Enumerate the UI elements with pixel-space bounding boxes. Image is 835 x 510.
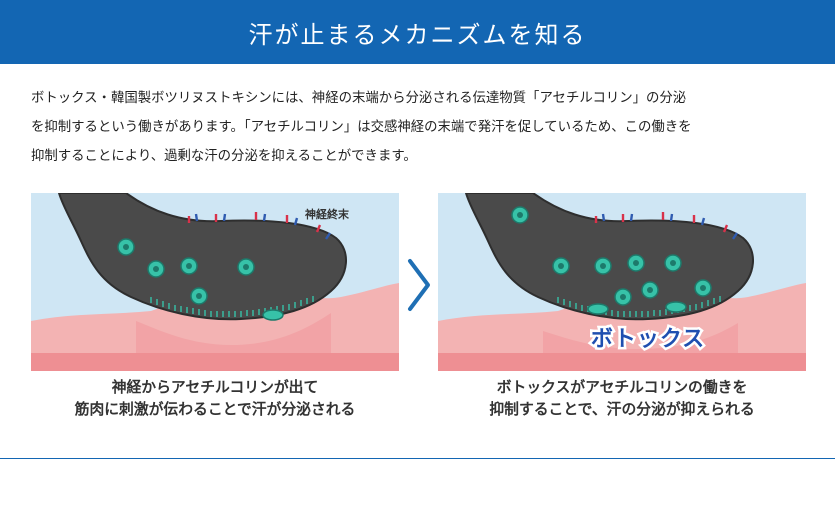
diagram-panel-before: 神経終末 <box>31 193 399 371</box>
caption-before: 神経からアセチルコリンが出て 筋肉に刺激が伝わることで汗が分泌される <box>31 377 399 421</box>
page-title: 汗が止まるメカニズムを知る <box>248 20 587 49</box>
nerve-ending-illustration: 神経終末 <box>31 193 399 371</box>
receptor-marks-top <box>594 212 738 240</box>
intro-text: ボトックス・韓国製ボツリヌストキシンには、神経の末端から分泌される伝達物質「アセ… <box>31 84 806 171</box>
receptor-marks-top <box>187 212 331 240</box>
page-header: 汗が止まるメカニズムを知る <box>0 0 835 64</box>
section-divider <box>0 458 835 459</box>
muscle-tissue-deep <box>31 353 399 371</box>
caption-line: 筋肉に刺激が伝わることで汗が分泌される <box>74 401 356 418</box>
intro-line: 抑制することにより、過剰な汗の分泌を抑えることができます。 <box>31 149 417 164</box>
intro-line: ボトックス・韓国製ボツリヌストキシンには、神経の末端から分泌される伝達物質「アセ… <box>31 91 687 106</box>
caption-line: 神経からアセチルコリンが出て <box>111 379 319 396</box>
caption-line: 抑制することで、汗の分泌が抑えられる <box>489 401 755 418</box>
nerve-terminal <box>464 193 755 321</box>
nerve-ending-label: 神経終末 <box>305 207 350 221</box>
receptor-fringe-bottom <box>150 296 314 317</box>
muscle-tissue-deep <box>438 353 806 371</box>
caption-after: ボトックスがアセチルコリンの働きを 抑制することで、汗の分泌が抑えられる <box>438 377 806 421</box>
diagram-panel-after: ボトックス <box>438 193 806 371</box>
botox-effect-illustration: ボトックス <box>438 193 806 371</box>
caption-line: ボトックスがアセチルコリンの働きを <box>496 379 748 396</box>
chevron-right-icon <box>408 259 430 311</box>
intro-line: を抑制するという働きがあります。「アセチルコリン」は交感神経の末端で発汗を促して… <box>31 120 692 135</box>
acetylcholine-vesicles <box>117 238 284 321</box>
acetylcholine-vesicles <box>511 206 712 315</box>
nerve-terminal <box>57 193 348 321</box>
botox-label: ボトックス <box>591 327 705 352</box>
